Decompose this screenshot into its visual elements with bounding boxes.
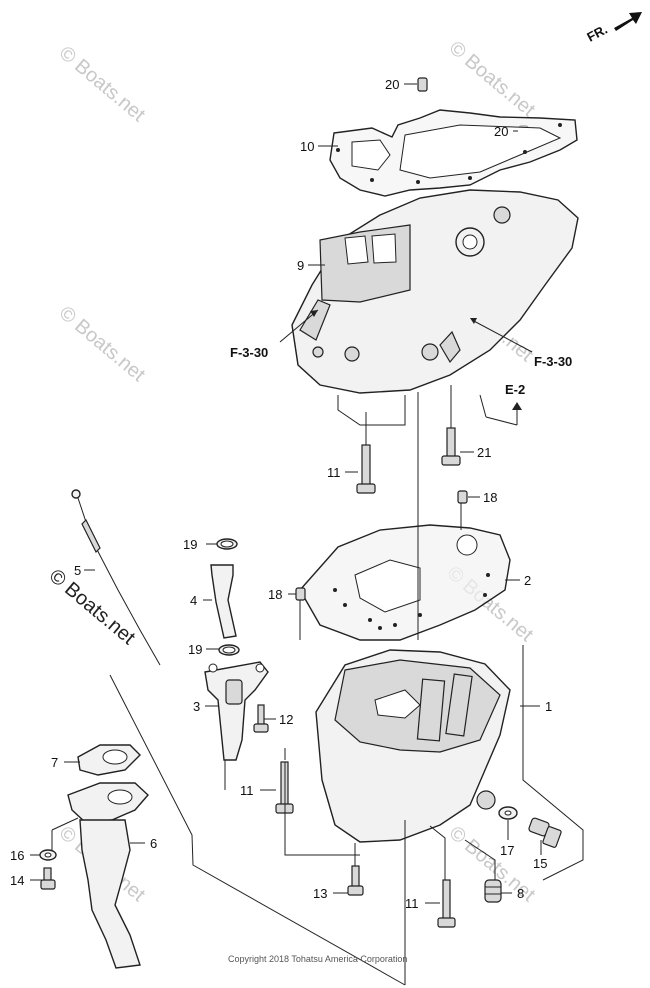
part-16-washer[interactable] bbox=[39, 849, 57, 861]
callout-7: 7 bbox=[51, 755, 58, 770]
part-9-upper-case[interactable] bbox=[291, 189, 579, 394]
callout-18: 18 bbox=[483, 490, 497, 505]
part-19-oring-upper[interactable] bbox=[216, 538, 238, 550]
direction-label: FR. bbox=[584, 22, 610, 45]
copyright-text: Copyright 2018 Tohatsu America Corporati… bbox=[228, 954, 407, 964]
watermark-dark: © Boats.net bbox=[45, 565, 140, 649]
part-18-pin-upper[interactable] bbox=[457, 490, 468, 504]
part-3-strainer-housing[interactable] bbox=[204, 661, 269, 761]
part-19-oring-lower[interactable] bbox=[218, 644, 240, 656]
callout-11: 11 bbox=[327, 465, 341, 480]
callout-9: 9 bbox=[297, 258, 304, 273]
callout-19: 19 bbox=[183, 537, 197, 552]
callout-3: 3 bbox=[193, 699, 200, 714]
callout-2: 2 bbox=[524, 573, 531, 588]
watermark: © Boats.net bbox=[55, 42, 150, 126]
callout-17: 17 bbox=[500, 843, 514, 858]
part-18-pin-lower[interactable] bbox=[295, 587, 306, 601]
part-7-gasket[interactable] bbox=[77, 744, 141, 776]
references: F-3-30 F-3-30 E-2 bbox=[230, 345, 572, 397]
callout-12: 12 bbox=[279, 712, 293, 727]
watermark: © Boats.net bbox=[55, 302, 150, 386]
callout-4: 4 bbox=[190, 593, 197, 608]
callout-14: 14 bbox=[10, 873, 24, 888]
callout-6: 6 bbox=[150, 836, 157, 851]
ref-f330-left: F-3-30 bbox=[230, 345, 268, 360]
front-direction-indicator: FR. bbox=[584, 12, 642, 45]
part-12-bolt[interactable] bbox=[253, 704, 269, 733]
callout-1: 1 bbox=[545, 699, 552, 714]
watermark: © Boats.net bbox=[445, 37, 540, 121]
callout-8: 8 bbox=[517, 886, 524, 901]
part-5-dipstick[interactable] bbox=[71, 489, 161, 666]
callout-11: 11 bbox=[405, 896, 419, 911]
callout-19: 19 bbox=[188, 642, 202, 657]
part-20-pin-top[interactable] bbox=[417, 77, 428, 92]
part-6-oil-strainer[interactable] bbox=[67, 782, 149, 969]
part-2-lower-gasket[interactable] bbox=[299, 524, 511, 641]
part-8-grommet[interactable] bbox=[484, 879, 502, 903]
callout-20: 20 bbox=[385, 77, 399, 92]
part-13-bolt[interactable] bbox=[347, 865, 364, 896]
callout-11: 11 bbox=[240, 783, 254, 798]
part-17-washer[interactable] bbox=[498, 806, 518, 820]
callout-15: 15 bbox=[533, 856, 547, 871]
part-11-bolt-upper[interactable] bbox=[356, 444, 376, 494]
part-4-pipe[interactable] bbox=[210, 564, 237, 639]
callout-5: 5 bbox=[74, 563, 81, 578]
callouts: 20 20 10 9 11 21 18 19 5 2 4 18 19 1 3 1… bbox=[10, 77, 552, 911]
part-15-drain-plug[interactable] bbox=[528, 817, 562, 848]
callout-20: 20 bbox=[494, 124, 508, 139]
leader-lines bbox=[30, 83, 584, 986]
arrow-icon bbox=[614, 12, 642, 31]
callout-18: 18 bbox=[268, 587, 282, 602]
ref-e2: E-2 bbox=[505, 382, 525, 397]
part-21-bolt[interactable] bbox=[441, 427, 461, 466]
callout-13: 13 bbox=[313, 886, 327, 901]
callout-10: 10 bbox=[300, 139, 314, 154]
ref-f330-right: F-3-30 bbox=[534, 354, 572, 369]
part-1-oil-pan[interactable] bbox=[315, 649, 511, 843]
part-11-bolt-lower[interactable] bbox=[437, 879, 456, 928]
part-14-bolt[interactable] bbox=[40, 867, 56, 890]
callout-21: 21 bbox=[477, 445, 491, 460]
callout-16: 16 bbox=[10, 848, 24, 863]
part-10-upper-gasket[interactable] bbox=[329, 109, 578, 197]
